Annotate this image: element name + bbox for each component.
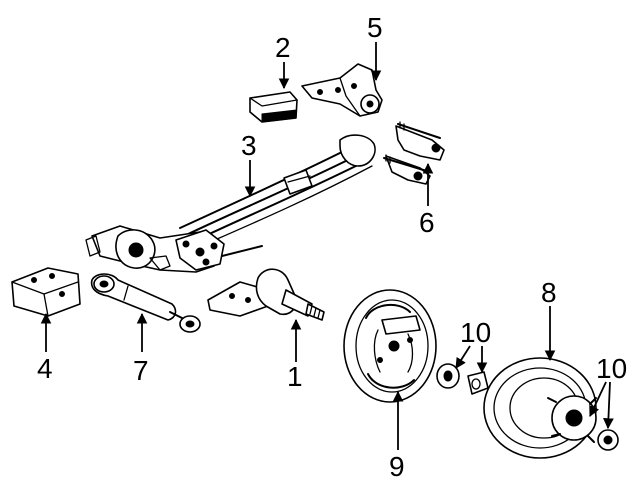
callout-6: 6: [419, 207, 435, 238]
callout-7: 7: [133, 355, 149, 386]
part-6-shackle: [383, 121, 445, 185]
part-7-shock-absorber: [90, 273, 201, 333]
callout-labels: 1 2 3 4 5 6 7 8 9 10 10: [37, 12, 627, 482]
part-10-bearing-left: [436, 363, 489, 395]
callout-2: 2: [275, 32, 291, 63]
part-4-spring-seat: [11, 267, 81, 317]
part-3-leaf-spring: [179, 134, 376, 251]
callout-10-left: 10: [460, 317, 491, 348]
callout-10-right: 10: [596, 353, 627, 384]
part-8-brake-drum: [483, 357, 619, 459]
part-1-spindle: [207, 268, 325, 321]
callout-8: 8: [541, 277, 557, 308]
callout-4: 4: [37, 353, 53, 384]
callout-arrows: [40, 42, 614, 450]
part-9-backing-plate: [343, 289, 437, 403]
axle-housing: [85, 225, 263, 273]
callout-5: 5: [367, 12, 383, 43]
callout-3: 3: [241, 130, 257, 161]
part-5-shackle-bracket: [301, 63, 383, 117]
part-2-pad: [249, 91, 298, 123]
callout-9: 9: [389, 451, 405, 482]
callout-1: 1: [287, 361, 303, 392]
